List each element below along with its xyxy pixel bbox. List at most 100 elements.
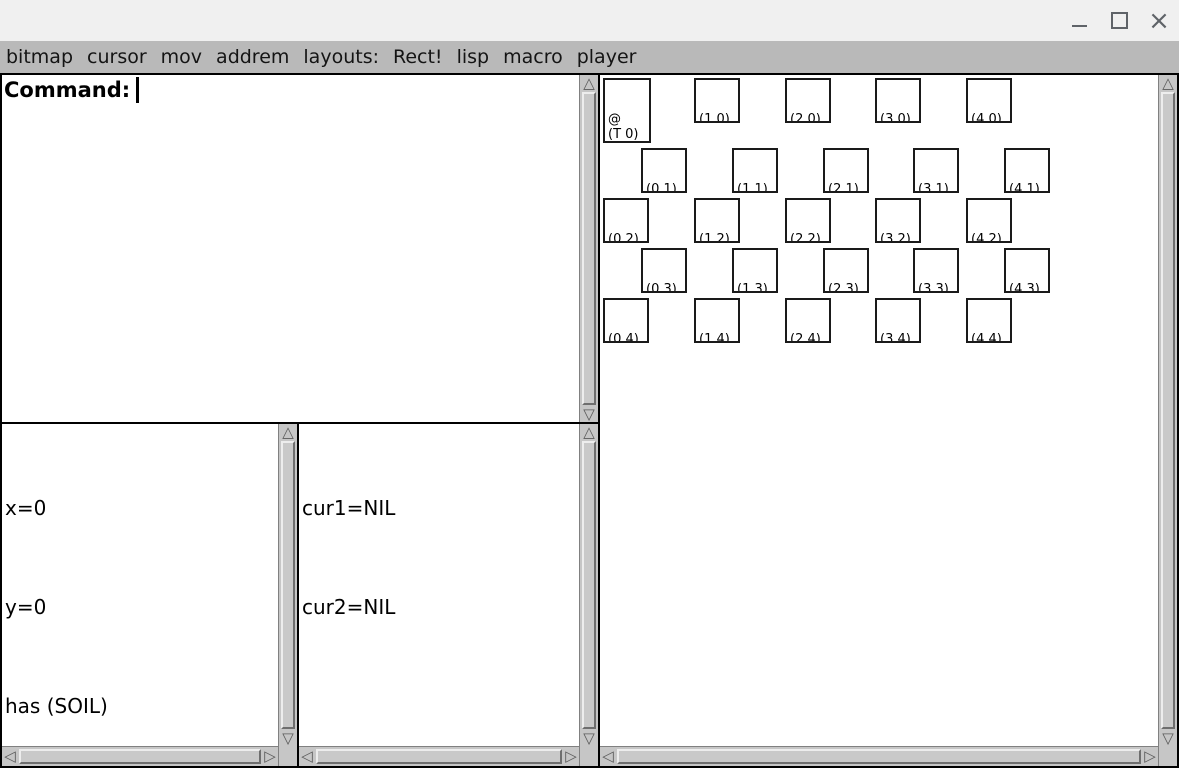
cell-coord: (3 1) xyxy=(918,182,949,193)
grid-cell[interactable]: (0 2) SOIL xyxy=(603,198,649,243)
grid-cell[interactable]: (4 2) SOIL xyxy=(966,198,1012,243)
menu-item-addrem[interactable]: addrem xyxy=(216,46,290,68)
grid-cell[interactable]: (1 4) SOIL xyxy=(694,298,740,343)
menu-item-rect[interactable]: Rect! xyxy=(393,46,443,68)
cell-coord: (0 2) xyxy=(608,232,639,243)
grid-cell[interactable]: (3 4) SOIL xyxy=(875,298,921,343)
scroll-left-icon[interactable]: ◁ xyxy=(299,747,315,766)
scrollbar-thumb[interactable] xyxy=(19,749,261,764)
scroll-down-icon[interactable]: ▽ xyxy=(279,730,297,746)
cell-coord: (2 2) xyxy=(790,232,821,243)
text-caret xyxy=(136,77,140,103)
grid-cell[interactable]: (0 1) SOIL xyxy=(641,148,687,193)
scrollbar-thumb[interactable] xyxy=(582,92,596,405)
scrollbar-corner xyxy=(1158,746,1177,766)
grid-cell[interactable]: (3 2) SOIL xyxy=(875,198,921,243)
cell-coord: (3 0) xyxy=(880,112,911,123)
grid-cell[interactable]: (3 3) SOIL xyxy=(913,248,959,293)
cell-coord: (3 2) xyxy=(880,232,911,243)
grid-cell[interactable]: (3 1) SOIL xyxy=(913,148,959,193)
scrollbar-thumb[interactable] xyxy=(316,749,562,764)
cursor-lines: cur1=NIL cur2=NIL xyxy=(302,426,395,690)
cursor-vertical-scrollbar[interactable]: △ ▽ xyxy=(579,424,598,746)
cell-coord: (2 1) xyxy=(828,182,859,193)
menu-item-layouts[interactable]: layouts: xyxy=(303,46,379,68)
scroll-right-icon[interactable]: ▷ xyxy=(1142,747,1158,766)
grid-horizontal-scrollbar[interactable]: ◁ ▷ xyxy=(600,746,1158,766)
cell-coord: (1 0) xyxy=(699,112,730,123)
cursor-horizontal-scrollbar[interactable]: ◁ ▷ xyxy=(299,746,579,766)
grid-cell[interactable]: (2 0) SOIL xyxy=(785,78,831,123)
grid-cell[interactable]: (0 4) SOIL xyxy=(603,298,649,343)
cell-coord: (0 4) xyxy=(608,332,639,343)
status-vertical-scrollbar[interactable]: △ ▽ xyxy=(278,424,297,746)
menu-item-macro[interactable]: macro xyxy=(503,46,563,68)
cell-coord: (2 3) xyxy=(828,282,859,293)
minimize-icon xyxy=(1071,24,1087,27)
cell-coord: (2 0) xyxy=(790,112,821,123)
title-bar: × xyxy=(0,0,1179,41)
menu-item-player[interactable]: player xyxy=(576,46,637,68)
status-line-x: x=0 xyxy=(5,496,47,520)
scroll-right-icon[interactable]: ▷ xyxy=(563,747,579,766)
grid-cell[interactable]: (4 0) SOIL xyxy=(966,78,1012,123)
grid-cell[interactable]: (1 3) SOIL xyxy=(732,248,778,293)
grid-cell[interactable]: (1 1) SOIL xyxy=(732,148,778,193)
cell-coord: (1 4) xyxy=(699,332,730,343)
grid-cell[interactable]: (3 0) SOIL xyxy=(875,78,921,123)
scroll-down-icon[interactable]: ▽ xyxy=(580,730,598,746)
scroll-left-icon[interactable]: ◁ xyxy=(2,747,18,766)
grid-cell[interactable]: (4 3) SOIL xyxy=(1004,248,1050,293)
command-input[interactable]: Command: xyxy=(4,77,140,103)
menu-item-lisp[interactable]: lisp xyxy=(456,46,490,68)
cell-coord: (0 3) xyxy=(646,282,677,293)
grid-cell[interactable]: (2 4) SOIL xyxy=(785,298,831,343)
status-line-y: y=0 xyxy=(5,595,47,619)
grid-cell[interactable]: (4 4) SOIL xyxy=(966,298,1012,343)
scroll-down-icon[interactable]: ▽ xyxy=(580,406,598,422)
minimize-button[interactable] xyxy=(1059,0,1099,41)
scroll-right-icon[interactable]: ▷ xyxy=(262,747,278,766)
status-horizontal-scrollbar[interactable]: ◁ ▷ xyxy=(2,746,278,766)
scrollbar-corner xyxy=(579,746,598,766)
command-vertical-scrollbar[interactable]: △ ▽ xyxy=(579,75,598,422)
grid-cell[interactable]: (2 2) SOIL xyxy=(785,198,831,243)
scroll-up-icon[interactable]: △ xyxy=(580,75,598,91)
scroll-left-icon[interactable]: ◁ xyxy=(600,747,616,766)
close-button[interactable]: × xyxy=(1139,0,1179,41)
grid-cell[interactable]: (0 3) SOIL xyxy=(641,248,687,293)
grid-cell[interactable]: (1 0) SOIL xyxy=(694,78,740,123)
cell-coord: (1 2) xyxy=(699,232,730,243)
scrollbar-thumb[interactable] xyxy=(617,749,1141,764)
command-panel: Command: △ ▽ xyxy=(0,73,600,424)
cell-coord: (0 1) xyxy=(646,182,677,193)
menu-item-cursor[interactable]: cursor xyxy=(87,46,147,68)
cell-coord: (4 1) xyxy=(1009,182,1040,193)
cell-coord: (3 4) xyxy=(880,332,911,343)
scrollbar-thumb[interactable] xyxy=(1161,92,1175,729)
menu-item-mov[interactable]: mov xyxy=(160,46,203,68)
cell-coord: (T 0) xyxy=(608,127,639,142)
player-cell[interactable]: @(T 0) SOIL xyxy=(603,78,651,143)
grid-cell[interactable]: (1 2) SOIL xyxy=(694,198,740,243)
grid-cell[interactable]: (4 1) SOIL xyxy=(1004,148,1050,193)
scrollbar-thumb[interactable] xyxy=(582,441,596,729)
close-icon: × xyxy=(1148,5,1170,36)
grid-cell[interactable]: (2 1) SOIL xyxy=(823,148,869,193)
scroll-up-icon[interactable]: △ xyxy=(580,424,598,440)
scroll-up-icon[interactable]: △ xyxy=(1159,75,1177,91)
scroll-up-icon[interactable]: △ xyxy=(279,424,297,440)
cell-coord: (1 3) xyxy=(737,282,768,293)
scrollbar-thumb[interactable] xyxy=(281,441,295,729)
grid-cell[interactable]: (2 3) SOIL xyxy=(823,248,869,293)
grid-vertical-scrollbar[interactable]: △ ▽ xyxy=(1158,75,1177,746)
status-line-has: has (SOIL) xyxy=(5,694,108,718)
cell-coord: (4 0) xyxy=(971,112,1002,123)
scroll-down-icon[interactable]: ▽ xyxy=(1159,730,1177,746)
window-controls: × xyxy=(1059,0,1179,41)
maximize-button[interactable] xyxy=(1099,0,1139,41)
menu-bar: bitmap cursor mov addrem layouts: Rect! … xyxy=(0,41,1179,73)
cell-coord: (4 4) xyxy=(971,332,1002,343)
command-label: Command: xyxy=(4,78,131,102)
menu-item-bitmap[interactable]: bitmap xyxy=(6,46,74,68)
